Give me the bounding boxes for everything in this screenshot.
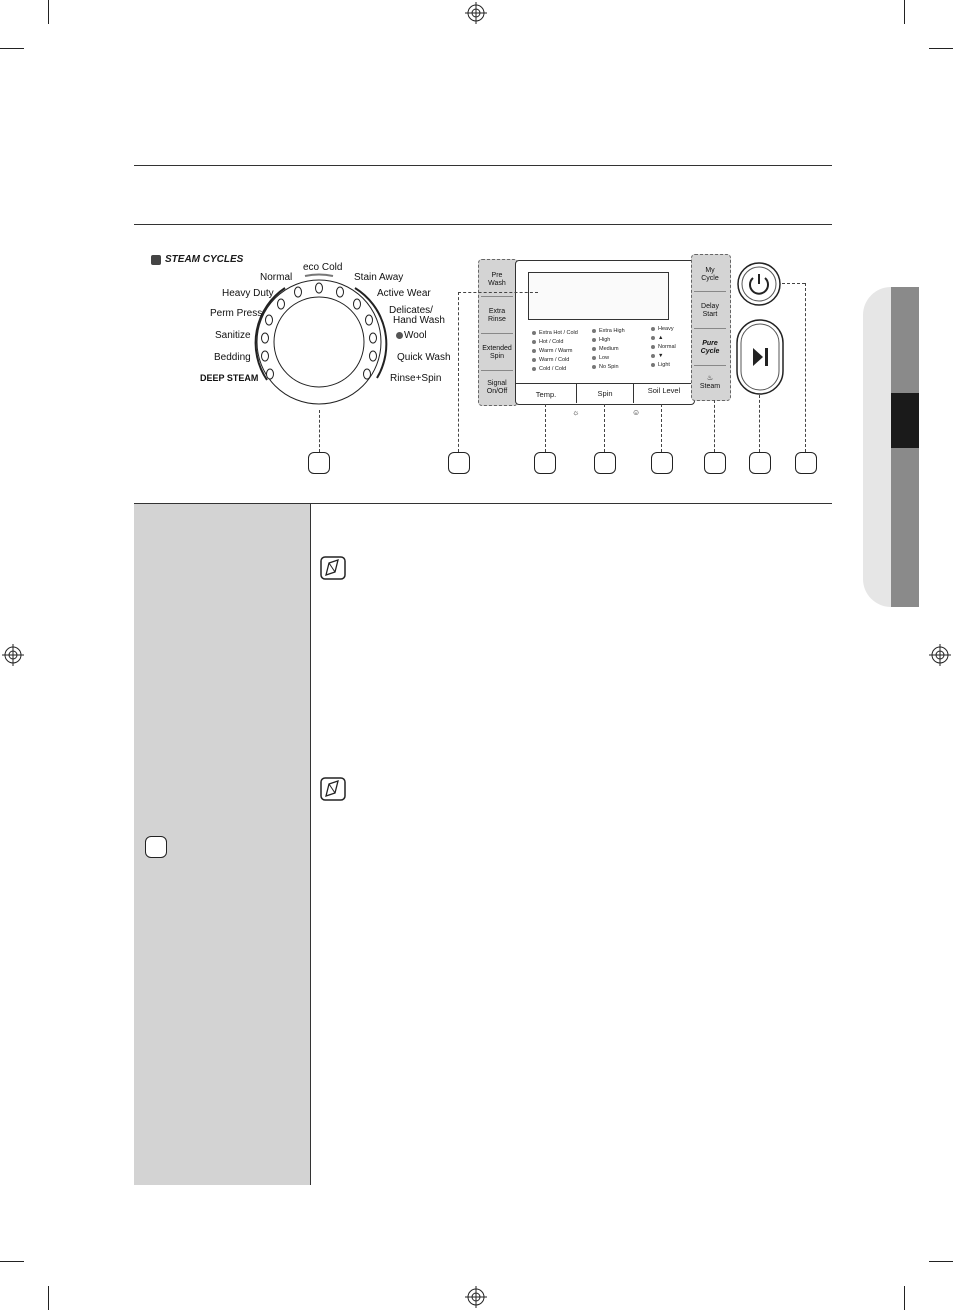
cycle-label-hand-wash: Hand Wash [393,315,445,326]
signal-button[interactable]: Signal On/Off [486,380,508,395]
registration-mark-icon [2,644,24,666]
rule-table-top [134,503,832,504]
lcd-display [528,272,669,320]
crop-mark [48,0,49,24]
crop-mark [904,1286,905,1310]
pure-cycle-button[interactable]: Pure Cycle [694,331,726,366]
callout-box [651,452,673,474]
power-button[interactable] [736,261,782,307]
registration-mark-icon [929,644,951,666]
table-column-divider [310,504,311,1185]
spin-option: Extra High [592,328,625,334]
registration-mark-icon [465,1286,487,1308]
cycle-label-bedding: Bedding [214,352,251,363]
spin-option: High [592,337,610,343]
leader-line [714,400,715,452]
cycle-label-normal: Normal [260,272,293,283]
callout-box [448,452,470,474]
extended-spin-button[interactable]: Extended Spin [481,336,513,371]
temp-option: Cold / Cold [532,366,566,372]
wool-icon [396,332,403,339]
table-callout-box [145,836,167,858]
steam-cycles-icon [151,255,161,265]
crop-mark [929,1261,953,1262]
cycle-label-sanitize: Sanitize [215,330,251,341]
leader-line [661,404,662,452]
pre-wash-button[interactable]: Pre Wash [481,263,513,297]
temp-option: Warm / Warm [532,348,573,354]
soil-option: ▲ [651,335,663,341]
note-icon [320,777,346,801]
cycle-dial[interactable] [245,268,395,418]
spin-option: No Spin [592,364,619,370]
callout-box [534,452,556,474]
child-lock-indicator-icon: ☼ [572,408,580,417]
leader-line [545,404,546,452]
steam-cycles-title: STEAM CYCLES [165,254,244,265]
steam-icon: ♨ [706,375,714,382]
cycle-label-quick-wash: Quick Wash [397,352,451,363]
cycle-label-wool: Wool [404,330,427,341]
temp-options: Extra Hot / Cold Hot / Cold Warm / Warm … [532,330,592,376]
soil-options: Heavy ▲ Normal ▼ Light [651,326,691,372]
cycle-label-delicates: Delicates/ [389,305,433,316]
crop-mark [0,48,24,49]
callout-box [749,452,771,474]
spin-option: Medium [592,346,619,352]
soil-option: Light [651,362,670,368]
leader-line [782,283,805,284]
soil-level-button[interactable]: Soil Level [647,386,681,395]
note-icon [320,556,346,580]
leader-line [458,292,459,452]
soil-option: Heavy [651,326,674,332]
soil-option: ▼ [651,353,663,359]
cycle-label-heavy-duty: Heavy Duty [222,288,274,299]
spin-option: Low [592,355,609,361]
cycle-label-eco-cold: eco Cold [303,262,343,273]
callout-box [795,452,817,474]
smart-check-indicator-icon: ☺ [632,408,641,417]
cycle-label-deep-steam: DEEP STEAM [200,373,259,383]
crop-mark [0,1261,24,1262]
temp-option: Warm / Cold [532,357,569,363]
leader-line [604,404,605,452]
callout-box [594,452,616,474]
my-cycle-button[interactable]: My Cycle [694,258,726,292]
chapter-tab-active [891,393,919,448]
cycle-label-stain-away: Stain Away [354,272,404,283]
callout-box [704,452,726,474]
spin-options: Extra High High Medium Low No Spin [592,328,642,374]
registration-mark-icon [465,2,487,24]
leader-line [458,292,538,293]
extra-rinse-button[interactable]: Extra Rinse [481,299,513,334]
leader-line [805,283,806,452]
rule-top [134,165,832,166]
panel-bottom-divider [515,383,693,384]
start-pause-button[interactable] [736,319,784,395]
leader-line [759,395,760,452]
crop-mark [904,0,905,24]
rule-second [134,224,832,225]
steam-button[interactable]: ♨ Steam [694,368,726,398]
spin-button[interactable]: Spin [597,389,613,398]
delay-start-button[interactable]: Delay Start [694,294,726,329]
panel-divider [633,384,634,403]
panel-divider [576,384,577,403]
cycle-label-active-wear: Active Wear [377,288,431,299]
cycle-label-rinse-spin: Rinse+Spin [390,373,442,384]
temp-option: Hot / Cold [532,339,563,345]
cycle-label-perm-press: Perm Press [210,308,263,319]
callout-box [308,452,330,474]
temp-option: Extra Hot / Cold [532,330,578,336]
crop-mark [48,1286,49,1310]
leader-line [319,410,320,452]
right-option-buttons [691,254,731,401]
crop-mark [929,48,953,49]
soil-option: Normal [651,344,676,350]
temp-button[interactable]: Temp. [535,390,557,399]
